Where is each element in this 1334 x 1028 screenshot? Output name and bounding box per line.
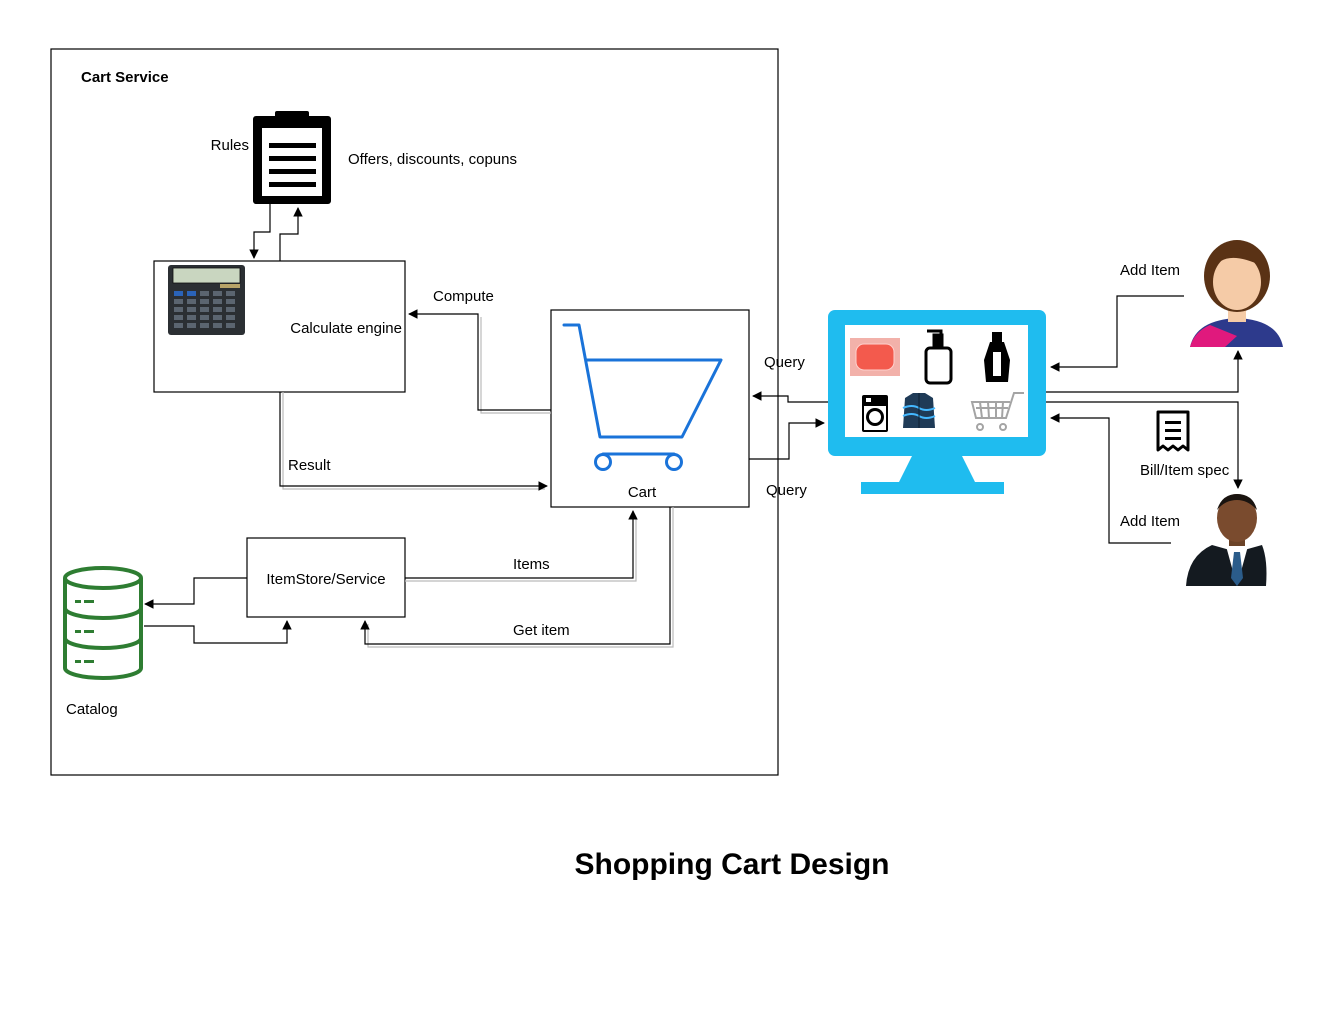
item-store-label: ItemStore/Service bbox=[266, 571, 385, 588]
query-in-label: Query bbox=[764, 354, 805, 371]
calculator-icon bbox=[168, 265, 245, 335]
businessman-avatar-icon bbox=[1186, 494, 1267, 586]
rules-label: Rules bbox=[211, 137, 249, 154]
store-to-catalog-connector bbox=[144, 577, 247, 609]
catalog-label: Catalog bbox=[66, 701, 118, 718]
items-label: Items bbox=[513, 556, 550, 573]
shopping-cart-icon bbox=[562, 323, 723, 471]
bill-item-spec-label: Bill/Item spec bbox=[1140, 462, 1230, 479]
monitor-to-admin-connector bbox=[1046, 401, 1243, 489]
item-store-box bbox=[246, 537, 406, 618]
customer-add-item-label: Add Item bbox=[1120, 262, 1180, 279]
query-in-connector bbox=[752, 391, 828, 403]
admin-add-item-label: Add Item bbox=[1120, 513, 1180, 530]
jacket-icon bbox=[902, 393, 936, 428]
get-item-connector-shadow bbox=[367, 507, 674, 648]
compute-label: Compute bbox=[433, 288, 494, 305]
result-connector-shadow bbox=[282, 392, 545, 490]
cart-service-container bbox=[50, 48, 779, 776]
washing-machine-icon bbox=[862, 395, 888, 432]
cart-product-icon bbox=[970, 392, 1024, 431]
calc-to-rules-connector bbox=[279, 207, 303, 261]
rules-note: Offers, discounts, copuns bbox=[348, 151, 517, 168]
rules-to-calc-connector bbox=[249, 204, 271, 259]
soap-icon bbox=[850, 338, 900, 376]
compute-connector bbox=[408, 309, 551, 411]
items-connector bbox=[405, 510, 638, 579]
receipt-icon bbox=[1156, 410, 1190, 452]
perfume-bottle-icon bbox=[984, 332, 1010, 382]
database-slot-marks bbox=[75, 600, 94, 663]
monitor-to-customer-connector bbox=[1046, 350, 1243, 393]
page-title: Shopping Cart Design bbox=[575, 848, 890, 881]
get-item-connector bbox=[360, 507, 671, 645]
customer-add-item-connector bbox=[1050, 295, 1184, 372]
query-out-connector bbox=[749, 418, 825, 460]
admin-add-item-connector bbox=[1050, 413, 1171, 544]
result-label: Result bbox=[288, 457, 331, 474]
cart-label: Cart bbox=[628, 484, 657, 501]
woman-avatar-icon bbox=[1190, 240, 1283, 347]
query-out-label: Query bbox=[766, 482, 807, 499]
calculate-engine-label: Calculate engine bbox=[290, 320, 402, 337]
result-connector bbox=[279, 392, 548, 491]
clipboard-icon bbox=[253, 111, 331, 204]
database-icon bbox=[63, 566, 143, 680]
cart-service-title: Cart Service bbox=[81, 69, 169, 86]
items-connector-shadow bbox=[405, 518, 637, 582]
cart-box bbox=[550, 309, 750, 508]
get-item-label: Get item bbox=[513, 622, 570, 639]
compute-connector-shadow bbox=[480, 317, 551, 414]
catalog-to-store-connector bbox=[144, 620, 292, 644]
pump-bottle-icon bbox=[924, 329, 953, 385]
